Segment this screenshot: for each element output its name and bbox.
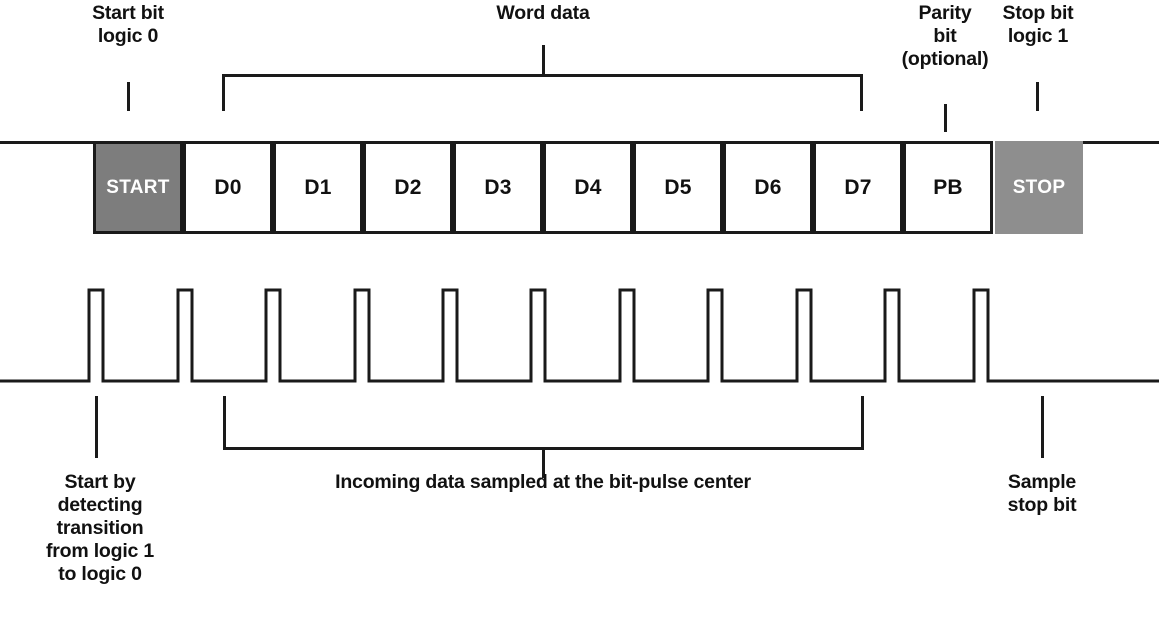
sampling-bracket-leg-right (861, 396, 864, 450)
word-data-bracket-leg-left (222, 74, 225, 111)
tick-parity-bit (944, 104, 947, 132)
frame-cell-d3: D3 (453, 141, 543, 234)
idle-line-right (1083, 141, 1159, 144)
frame-cell-d2: D2 (363, 141, 453, 234)
frame-cell-d0: D0 (183, 141, 273, 234)
frame-cell-d6: D6 (723, 141, 813, 234)
label-start-detect: Start by detecting transition from logic… (45, 471, 155, 585)
tick-start-detect (95, 396, 98, 458)
sample-clock-waveform (0, 288, 1159, 383)
label-parity-bit: Parity bit (optional) (901, 2, 989, 70)
label-sample-stop: Sample stop bit (1007, 471, 1077, 516)
frame-cell-start: START (93, 141, 183, 234)
frame-cell-pb: PB (903, 141, 993, 234)
sampling-bracket-stem (542, 447, 545, 478)
tick-start-bit (127, 82, 130, 111)
tick-sample-stop (1041, 396, 1044, 458)
word-data-bracket-leg-right (860, 74, 863, 111)
sampling-bracket-leg-left (223, 396, 226, 450)
tick-stop-bit (1036, 82, 1039, 111)
frame-cell-stop: STOP (995, 141, 1083, 234)
frame-cell-d1: D1 (273, 141, 363, 234)
frame-cell-d4: D4 (543, 141, 633, 234)
idle-line-left (0, 141, 96, 144)
label-sampling: Incoming data sampled at the bit-pulse c… (335, 471, 751, 493)
label-word-data: Word data (496, 2, 590, 24)
frame-cell-d5: D5 (633, 141, 723, 234)
frame-cell-d7: D7 (813, 141, 903, 234)
word-data-bracket-bar (222, 74, 863, 77)
label-start-bit: Start bit logic 0 (92, 2, 164, 47)
label-stop-bit: Stop bit logic 1 (1002, 2, 1074, 47)
word-data-bracket-stem (542, 45, 545, 76)
